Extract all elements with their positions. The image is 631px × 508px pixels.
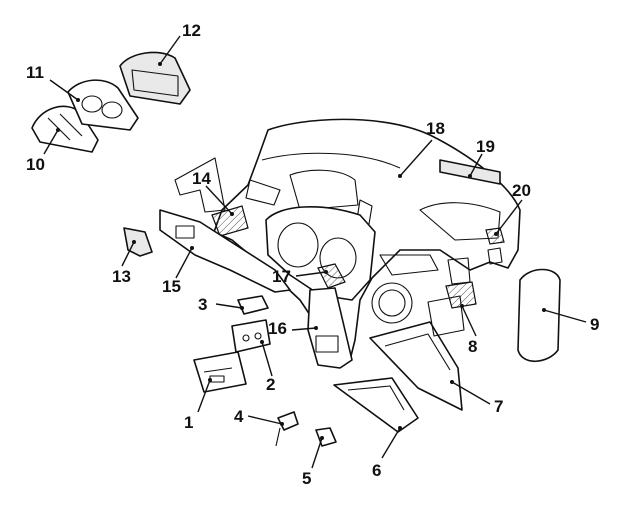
part-1-radio-unit: [193, 351, 247, 393]
part-4-key-cylinder: [275, 411, 299, 447]
part-20-speaker-grille: [485, 227, 505, 245]
callout-8: 8: [468, 337, 477, 356]
leader-lines: [43, 35, 587, 469]
part-2-control-panel: [231, 319, 271, 353]
callout-6: 6: [372, 461, 381, 480]
callout-20: 20: [512, 181, 531, 200]
part-6-glove-box-tray: [333, 377, 419, 433]
callout-19: 19: [476, 137, 495, 156]
part-8-passenger-vent: [427, 281, 477, 337]
callout-9: 9: [590, 315, 599, 334]
callout-13: 13: [112, 267, 131, 286]
part-5-small-cover: [315, 427, 337, 447]
callout-10: 10: [26, 155, 45, 174]
callout-5: 5: [302, 469, 311, 488]
part-7-glove-box-lid: [369, 321, 463, 411]
part-14-vent: [174, 157, 249, 237]
part-11-cluster-face: [67, 79, 139, 131]
callout-1: 1: [184, 413, 193, 432]
part-3-switch-unit: [237, 295, 269, 315]
callout-3: 3: [198, 295, 207, 314]
callout-18: 18: [426, 119, 445, 138]
callout-11: 11: [26, 63, 44, 82]
callout-14: 14: [192, 169, 211, 188]
callout-2: 2: [266, 375, 275, 394]
callout-16: 16: [268, 319, 287, 338]
callout-17: 17: [272, 267, 291, 286]
part-16-console-support: [307, 287, 353, 369]
part-19-defroster-grille: [439, 159, 501, 185]
part-15-lower-panel: [159, 209, 291, 293]
callout-labels: 1 2 3 4 5 6 7 8 9 10 11 12 13 14 15 16 1…: [26, 21, 599, 488]
part-12-instrument-cluster: [119, 51, 191, 105]
part-9-end-cap: [517, 268, 561, 363]
callout-12: 12: [182, 21, 201, 40]
callout-15: 15: [162, 277, 181, 296]
steering-column-opening: [371, 282, 413, 324]
part-13-switch-panel: [123, 227, 153, 257]
callout-7: 7: [494, 397, 503, 416]
callout-4: 4: [234, 407, 244, 426]
